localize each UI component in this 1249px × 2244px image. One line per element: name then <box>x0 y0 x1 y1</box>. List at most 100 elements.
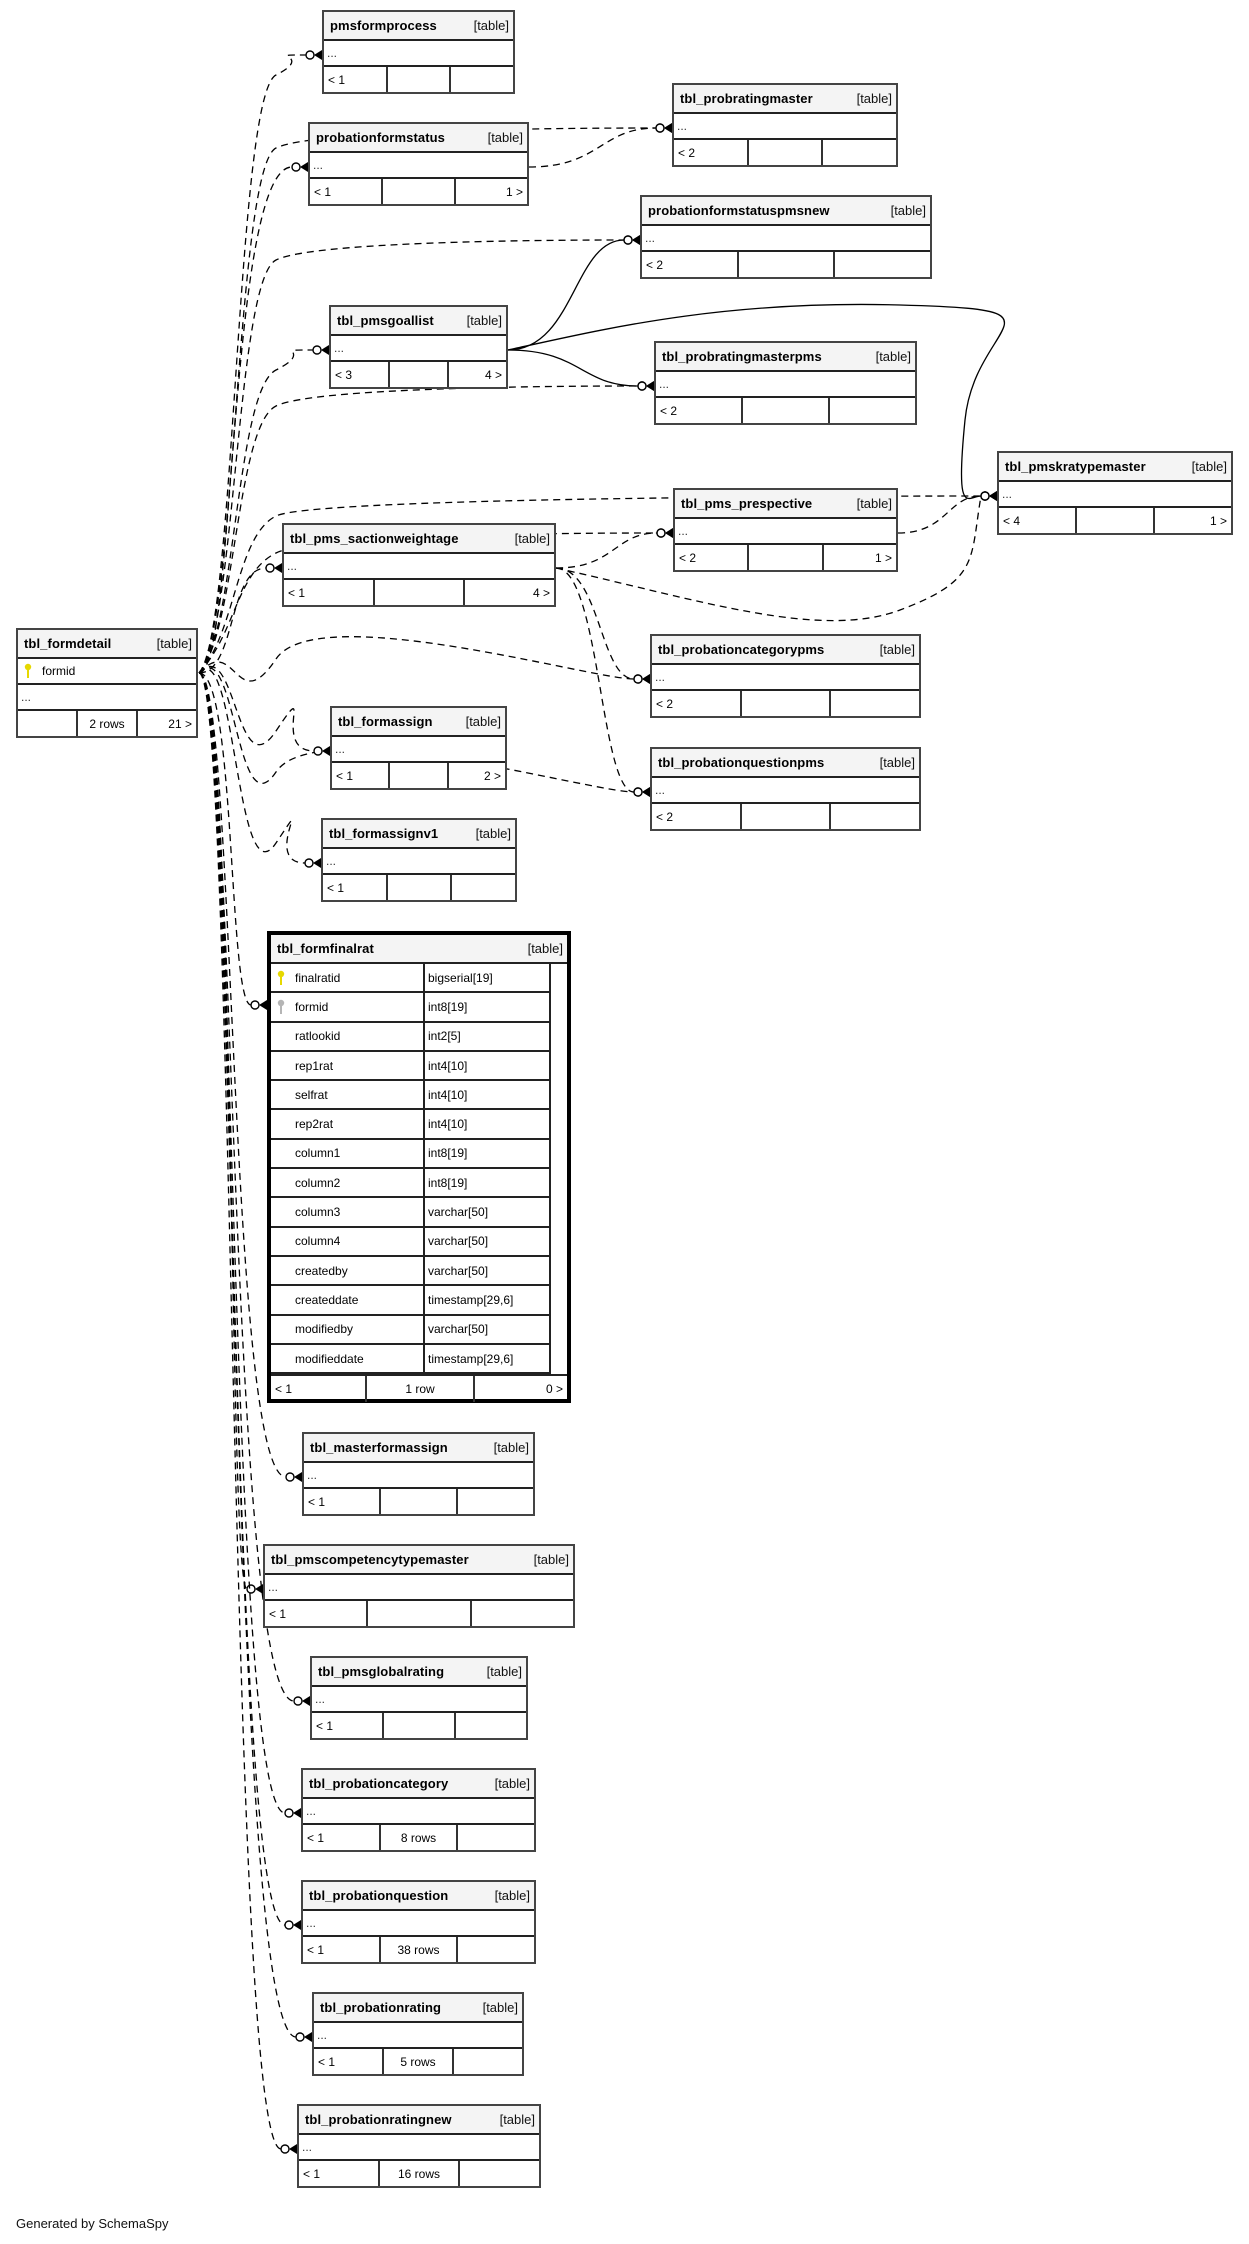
table-name[interactable]: tbl_probationratingnew <box>305 2112 452 2127</box>
table-tbl_pms_sactionweightage[interactable]: tbl_pms_sactionweightage [table]... < 1 … <box>282 523 556 607</box>
table-name[interactable]: tbl_formassign <box>338 714 433 729</box>
parent-count[interactable]: < 1 <box>314 184 332 199</box>
table-tbl_probratingmaster[interactable]: tbl_probratingmaster [table]... < 2 <box>672 83 898 167</box>
table-name[interactable]: tbl_probratingmasterpms <box>662 349 822 364</box>
child-count[interactable]: 4 > <box>447 362 506 387</box>
child-count[interactable]: 1 > <box>821 545 896 570</box>
table-tbl_pms_prespective[interactable]: tbl_pms_prespective [table]... < 2 1 > <box>673 488 898 572</box>
table-tbl_formfinalrat[interactable]: tbl_formfinalrat [table] finalratid bigs… <box>267 931 571 1403</box>
table-tbl_formassign[interactable]: tbl_formassign [table]... < 1 2 > <box>330 706 507 790</box>
column-row[interactable]: createddate timestamp[29,6] <box>271 1286 551 1316</box>
generated-by-footer[interactable]: Generated by SchemaSpy <box>16 2216 169 2231</box>
table-name[interactable]: tbl_formassignv1 <box>329 826 439 841</box>
column-row[interactable]: selfrat int4[10] <box>271 1081 551 1111</box>
parent-count[interactable]: < 1 <box>318 2054 336 2069</box>
child-count[interactable] <box>469 1601 573 1626</box>
column-row[interactable]: rep1rat int4[10] <box>271 1051 551 1082</box>
child-count[interactable]: 1 > <box>1153 508 1231 533</box>
child-count[interactable] <box>449 67 513 92</box>
table-name[interactable]: tbl_masterformassign <box>310 1440 448 1455</box>
table-name[interactable]: probationformstatuspmsnew <box>648 203 830 218</box>
table-name[interactable]: tbl_probratingmaster <box>680 91 813 106</box>
table-tbl_probationratingnew[interactable]: tbl_probationratingnew [table]... < 1 16… <box>297 2104 541 2188</box>
parent-count[interactable]: < 2 <box>679 550 697 565</box>
table-name[interactable]: pmsformprocess <box>330 18 437 33</box>
parent-count[interactable]: < 1 <box>336 768 354 783</box>
table-name[interactable]: tbl_pms_prespective <box>681 496 813 511</box>
table-name[interactable]: tbl_pms_sactionweightage <box>290 531 459 546</box>
child-count[interactable]: 2 > <box>446 763 505 788</box>
table-name[interactable]: tbl_pmsgoallist <box>337 313 434 328</box>
table-tbl_formdetail[interactable]: tbl_formdetail [table] formid... 2 rows … <box>16 628 198 738</box>
parent-count[interactable]: < 1 <box>316 1718 334 1733</box>
column-row[interactable]: column1 int8[19] <box>271 1139 551 1170</box>
table-probationformstatus[interactable]: probationformstatus [table]... < 1 1 > <box>308 122 529 206</box>
table-tbl_probationquestion[interactable]: tbl_probationquestion [table]... < 1 38 … <box>301 1880 536 1964</box>
table-tbl_pmsglobalrating[interactable]: tbl_pmsglobalrating [table]... < 1 <box>310 1656 528 1740</box>
table-name[interactable]: tbl_formdetail <box>24 636 112 651</box>
column-row[interactable]: modifiedby varchar[50] <box>271 1315 551 1345</box>
child-count[interactable] <box>821 140 896 165</box>
child-count[interactable] <box>829 804 919 829</box>
table-probationformstatuspmsnew[interactable]: probationformstatuspmsnew [table]... < 2 <box>640 195 932 279</box>
parent-count[interactable]: < 2 <box>656 809 674 824</box>
column-row[interactable]: column3 varchar[50] <box>271 1198 551 1228</box>
parent-count[interactable]: < 1 <box>303 2166 321 2181</box>
column-row[interactable]: finalratid bigserial[19] <box>271 964 551 994</box>
child-count[interactable]: 21 > <box>136 711 196 736</box>
table-tbl_probationcategory[interactable]: tbl_probationcategory [table]... < 1 8 r… <box>301 1768 536 1852</box>
child-count[interactable]: 0 > <box>473 1376 567 1403</box>
table-tbl_probationquestionpms[interactable]: tbl_probationquestionpms [table]... < 2 <box>650 747 921 831</box>
column-row[interactable]: rep2rat int4[10] <box>271 1110 551 1140</box>
table-tbl_formassignv1[interactable]: tbl_formassignv1 [table]... < 1 <box>321 818 517 902</box>
child-count[interactable] <box>450 875 515 900</box>
column-row[interactable]: createdby varchar[50] <box>271 1256 551 1287</box>
parent-count[interactable]: < 1 <box>327 880 345 895</box>
parent-count[interactable]: < 1 <box>288 585 306 600</box>
parent-count[interactable]: < 1 <box>307 1942 325 1957</box>
table-name[interactable]: tbl_probationcategorypms <box>658 642 825 657</box>
column-row[interactable]: formid <box>18 659 196 685</box>
table-tbl_pmskratypemaster[interactable]: tbl_pmskratypemaster [table]... < 4 1 > <box>997 451 1233 535</box>
table-tbl_probratingmasterpms[interactable]: tbl_probratingmasterpms [table]... < 2 <box>654 341 917 425</box>
table-pmsformprocess[interactable]: pmsformprocess [table]... < 1 <box>322 10 515 94</box>
table-tbl_masterformassign[interactable]: tbl_masterformassign [table]... < 1 <box>302 1432 535 1516</box>
table-tbl_probationrating[interactable]: tbl_probationrating [table]... < 1 5 row… <box>312 1992 524 2076</box>
column-row[interactable]: column2 int8[19] <box>271 1169 551 1199</box>
parent-count[interactable]: < 1 <box>275 1382 293 1397</box>
parent-count[interactable] <box>18 711 76 736</box>
table-name[interactable]: tbl_pmskratypemaster <box>1005 459 1146 474</box>
table-name[interactable]: tbl_pmscompetencytypemaster <box>271 1552 469 1567</box>
child-count[interactable] <box>454 1713 526 1738</box>
parent-count[interactable]: < 4 <box>1003 513 1021 528</box>
column-row[interactable]: column4 varchar[50] <box>271 1227 551 1257</box>
table-name[interactable]: tbl_pmsglobalrating <box>318 1664 445 1679</box>
parent-count[interactable]: < 1 <box>307 1830 325 1845</box>
child-count[interactable] <box>452 2049 522 2074</box>
parent-count[interactable]: < 1 <box>328 72 346 87</box>
child-count[interactable] <box>828 398 915 423</box>
child-count[interactable] <box>456 1825 534 1850</box>
table-name[interactable]: probationformstatus <box>316 130 446 145</box>
table-name[interactable]: tbl_probationrating <box>320 2000 442 2015</box>
table-name[interactable]: tbl_formfinalrat <box>277 941 374 956</box>
table-name[interactable]: tbl_probationcategory <box>309 1776 449 1791</box>
column-row[interactable]: modifieddate timestamp[29,6] <box>271 1344 551 1375</box>
parent-count[interactable]: < 1 <box>308 1494 326 1509</box>
table-tbl_pmsgoallist[interactable]: tbl_pmsgoallist [table]... < 3 4 > <box>329 305 508 389</box>
child-count[interactable] <box>456 1489 533 1514</box>
column-row[interactable]: formid int8[19] <box>271 993 551 1023</box>
child-count[interactable] <box>456 1937 534 1962</box>
parent-count[interactable]: < 2 <box>646 257 664 272</box>
table-tbl_pmscompetencytypemaster[interactable]: tbl_pmscompetencytypemaster [table]... <… <box>263 1544 575 1628</box>
table-name[interactable]: tbl_probationquestion <box>309 1888 449 1903</box>
child-count[interactable]: 4 > <box>463 580 554 605</box>
column-row[interactable]: ratlookid int2[5] <box>271 1022 551 1052</box>
parent-count[interactable]: < 2 <box>656 696 674 711</box>
parent-count[interactable]: < 2 <box>660 403 678 418</box>
child-count[interactable] <box>458 2161 539 2186</box>
table-name[interactable]: tbl_probationquestionpms <box>658 755 825 770</box>
child-count[interactable] <box>829 691 919 716</box>
parent-count[interactable]: < 3 <box>335 367 353 382</box>
table-tbl_probationcategorypms[interactable]: tbl_probationcategorypms [table]... < 2 <box>650 634 921 718</box>
